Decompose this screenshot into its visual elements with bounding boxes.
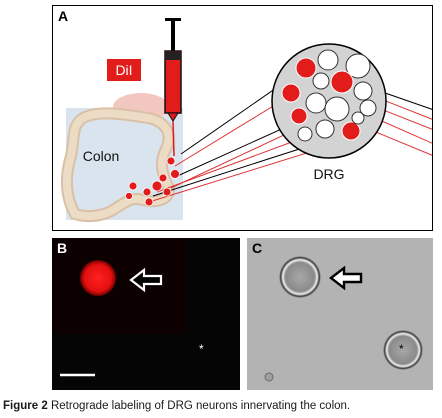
arrow-icon — [329, 265, 363, 291]
drg-neurons — [281, 49, 377, 142]
colon-label: Colon — [83, 148, 120, 164]
panel-a-label: A — [58, 8, 69, 24]
labeled-neuron — [80, 260, 116, 296]
drg-label: DRG — [313, 166, 344, 182]
panel-c-image — [247, 238, 433, 390]
panel-b-image — [52, 238, 240, 390]
panel-a-diagram: DiI Colon DRG — [60, 18, 432, 223]
caption-text: Retrograde labeling of DRG neurons inner… — [50, 400, 351, 412]
neuron-unlabeled — [383, 330, 423, 370]
dye-label-box — [107, 59, 141, 81]
panel-a: DiI Colon DRG A — [52, 5, 433, 231]
figure-caption: Figure 2 Retrograde labeling of DRG neur… — [3, 400, 350, 412]
panel-b-asterisk: * — [199, 342, 204, 356]
arrow-icon — [129, 267, 163, 293]
neuron-brightfield — [279, 256, 321, 298]
colon-labeled-terminals — [125, 156, 180, 207]
panel-b: B * — [52, 238, 240, 390]
debris — [264, 372, 274, 382]
syringe — [164, 18, 182, 157]
panel-c-asterisk: * — [399, 342, 404, 356]
figure-number: Figure 2 — [3, 400, 48, 412]
panel-c-label: C — [252, 240, 263, 256]
panel-b-label: B — [57, 240, 68, 256]
colon-tube-inner — [62, 109, 173, 221]
dye-label: DiI — [115, 62, 132, 78]
panel-c: C * — [247, 238, 433, 390]
